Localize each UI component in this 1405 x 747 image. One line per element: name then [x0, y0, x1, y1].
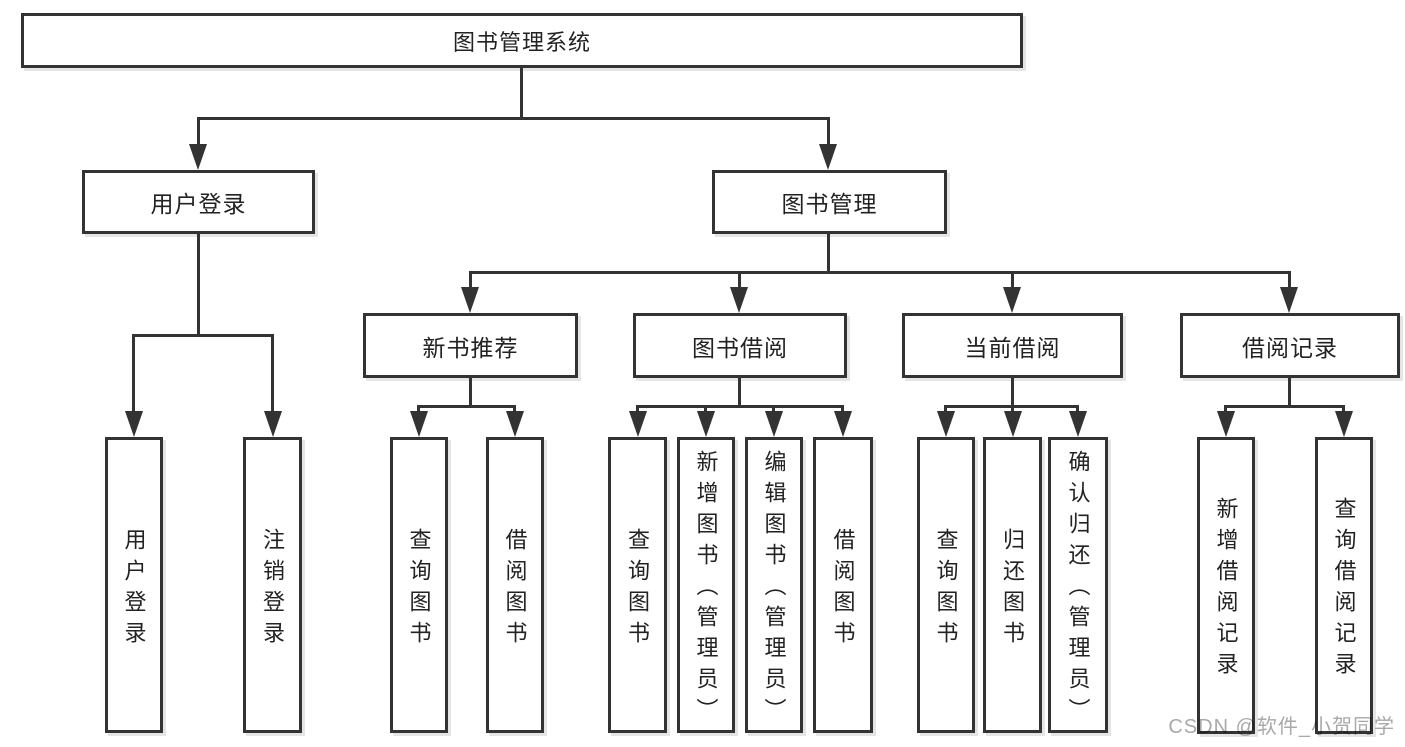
- leaf-cb-confirm-return-admin-label: 确认归还（管理员）: [1065, 450, 1091, 729]
- arrowhead-to-borrow-records: [1280, 287, 1298, 313]
- connector-to-br-query: [1342, 405, 1345, 413]
- connector-bb-bar: [636, 405, 844, 408]
- node-new-book-recommend: 新书推荐: [363, 313, 578, 378]
- leaf-cb-confirm-return-admin: 确认归还（管理员）: [1048, 437, 1108, 733]
- connector-nbr-stem: [469, 378, 472, 407]
- arrowhead-to-br-query: [1335, 411, 1353, 437]
- node-current-borrow-label: 当前借阅: [964, 334, 1061, 361]
- leaf-bb-edit-books-admin-label: 编辑图书（管理员）: [761, 450, 787, 729]
- connector-book-management-stem: [827, 234, 830, 273]
- arrowhead-to-cb-return: [1004, 411, 1022, 437]
- connector-to-current-borrow: [1011, 271, 1014, 289]
- connector-to-cb-query: [944, 405, 947, 413]
- node-new-book-recommend-label: 新书推荐: [422, 334, 519, 361]
- node-borrow-records: 借阅记录: [1180, 313, 1400, 378]
- leaf-cb-query-books: 查询图书: [917, 437, 975, 733]
- connector-to-bb-query: [636, 405, 639, 413]
- connector-to-cb-confirm: [1076, 405, 1079, 413]
- arrowhead-to-bb-add: [697, 411, 715, 437]
- leaf-bb-query-books: 查询图书: [608, 437, 667, 733]
- arrowhead-to-book-borrow: [730, 287, 748, 313]
- connector-br-stem: [1288, 378, 1291, 407]
- leaf-bb-query-books-label: 查询图书: [625, 527, 651, 652]
- leaf-user-login-action-label: 用户登录: [121, 527, 147, 652]
- connector-to-nbr-query: [417, 405, 420, 413]
- connector-to-bb-edit: [772, 405, 775, 413]
- connector-to-book-borrow: [738, 271, 741, 289]
- leaf-logout-label: 注销登录: [260, 527, 286, 652]
- arrowhead-to-book-management: [819, 144, 837, 170]
- leaf-bb-add-books-admin-label: 新增图书（管理员）: [693, 450, 719, 729]
- leaf-br-add-record: 新增借阅记录: [1197, 437, 1255, 734]
- arrowhead-to-user-login: [189, 144, 207, 170]
- arrowhead-to-bb-edit: [765, 411, 783, 437]
- connector-to-bb-add: [704, 405, 707, 413]
- connector-br-bar: [1224, 405, 1345, 408]
- connector-to-new-book-recommend: [469, 271, 472, 289]
- arrowhead-to-nbr-query: [410, 411, 428, 437]
- arrowhead-to-br-add: [1217, 411, 1235, 437]
- node-borrow-records-label: 借阅记录: [1242, 334, 1338, 361]
- leaf-nbr-query-books: 查询图书: [390, 437, 448, 733]
- connector-book-management-bar: [469, 271, 1291, 274]
- leaf-br-add-record-label: 新增借阅记录: [1213, 497, 1239, 683]
- arrowhead-to-new-book-recommend: [461, 287, 479, 313]
- node-user-login: 用户登录: [82, 170, 315, 234]
- leaf-nbr-query-books-label: 查询图书: [406, 527, 432, 652]
- connector-to-br-add: [1224, 405, 1227, 413]
- connector-top-bar: [198, 117, 829, 120]
- connector-to-book-management: [827, 117, 830, 146]
- node-root-label: 图书管理系统: [452, 29, 591, 55]
- connector-user-login-stem: [197, 234, 200, 335]
- connector-bb-stem: [738, 378, 741, 407]
- arrowhead-to-current-borrow: [1003, 287, 1021, 313]
- connector-to-login-leaf: [132, 334, 135, 413]
- leaf-nbr-borrow-books-label: 借阅图书: [502, 527, 528, 652]
- leaf-bb-borrow-books-label: 借阅图书: [830, 527, 856, 652]
- arrowhead-to-cb-query: [937, 411, 955, 437]
- node-book-management: 图书管理: [712, 170, 947, 234]
- connector-to-borrow-records: [1288, 271, 1291, 289]
- leaf-br-query-record: 查询借阅记录: [1315, 437, 1373, 734]
- connector-to-cb-return: [1011, 405, 1014, 413]
- node-root: 图书管理系统: [21, 13, 1023, 68]
- arrowhead-to-login-leaf: [125, 411, 143, 437]
- leaf-bb-add-books-admin: 新增图书（管理员）: [677, 437, 735, 733]
- leaf-br-query-record-label: 查询借阅记录: [1331, 497, 1357, 683]
- connector-nbr-bar: [417, 405, 516, 408]
- node-current-borrow: 当前借阅: [902, 313, 1123, 378]
- node-book-management-label: 图书管理: [781, 191, 878, 217]
- leaf-bb-edit-books-admin: 编辑图书（管理员）: [745, 437, 803, 733]
- connector-root-stem: [520, 68, 523, 118]
- node-book-borrow-label: 图书借阅: [692, 334, 788, 361]
- arrowhead-to-bb-query: [629, 411, 647, 437]
- arrowhead-to-logout-leaf: [264, 411, 282, 437]
- leaf-bb-borrow-books: 借阅图书: [813, 437, 873, 733]
- node-user-login-label: 用户登录: [150, 191, 247, 217]
- connector-to-logout-leaf: [271, 334, 274, 413]
- leaf-nbr-borrow-books: 借阅图书: [486, 437, 544, 733]
- connector-user-login-bar: [132, 334, 273, 337]
- leaf-cb-return-books: 归还图书: [983, 437, 1042, 733]
- leaf-cb-return-books-label: 归还图书: [1000, 527, 1026, 652]
- leaf-user-login-action: 用户登录: [105, 437, 163, 733]
- leaf-logout: 注销登录: [243, 437, 302, 733]
- connector-to-nbr-borrow: [513, 405, 516, 413]
- connector-to-user-login: [197, 117, 200, 146]
- leaf-cb-query-books-label: 查询图书: [933, 527, 959, 652]
- arrowhead-to-cb-confirm: [1069, 411, 1087, 437]
- connector-cb-stem: [1011, 378, 1014, 407]
- arrowhead-to-nbr-borrow: [506, 411, 524, 437]
- watermark: CSDN @软件_小贺同学: [1168, 716, 1395, 738]
- arrowhead-to-bb-borrow: [834, 411, 852, 437]
- node-book-borrow: 图书借阅: [633, 313, 847, 378]
- connector-to-bb-borrow: [841, 405, 844, 413]
